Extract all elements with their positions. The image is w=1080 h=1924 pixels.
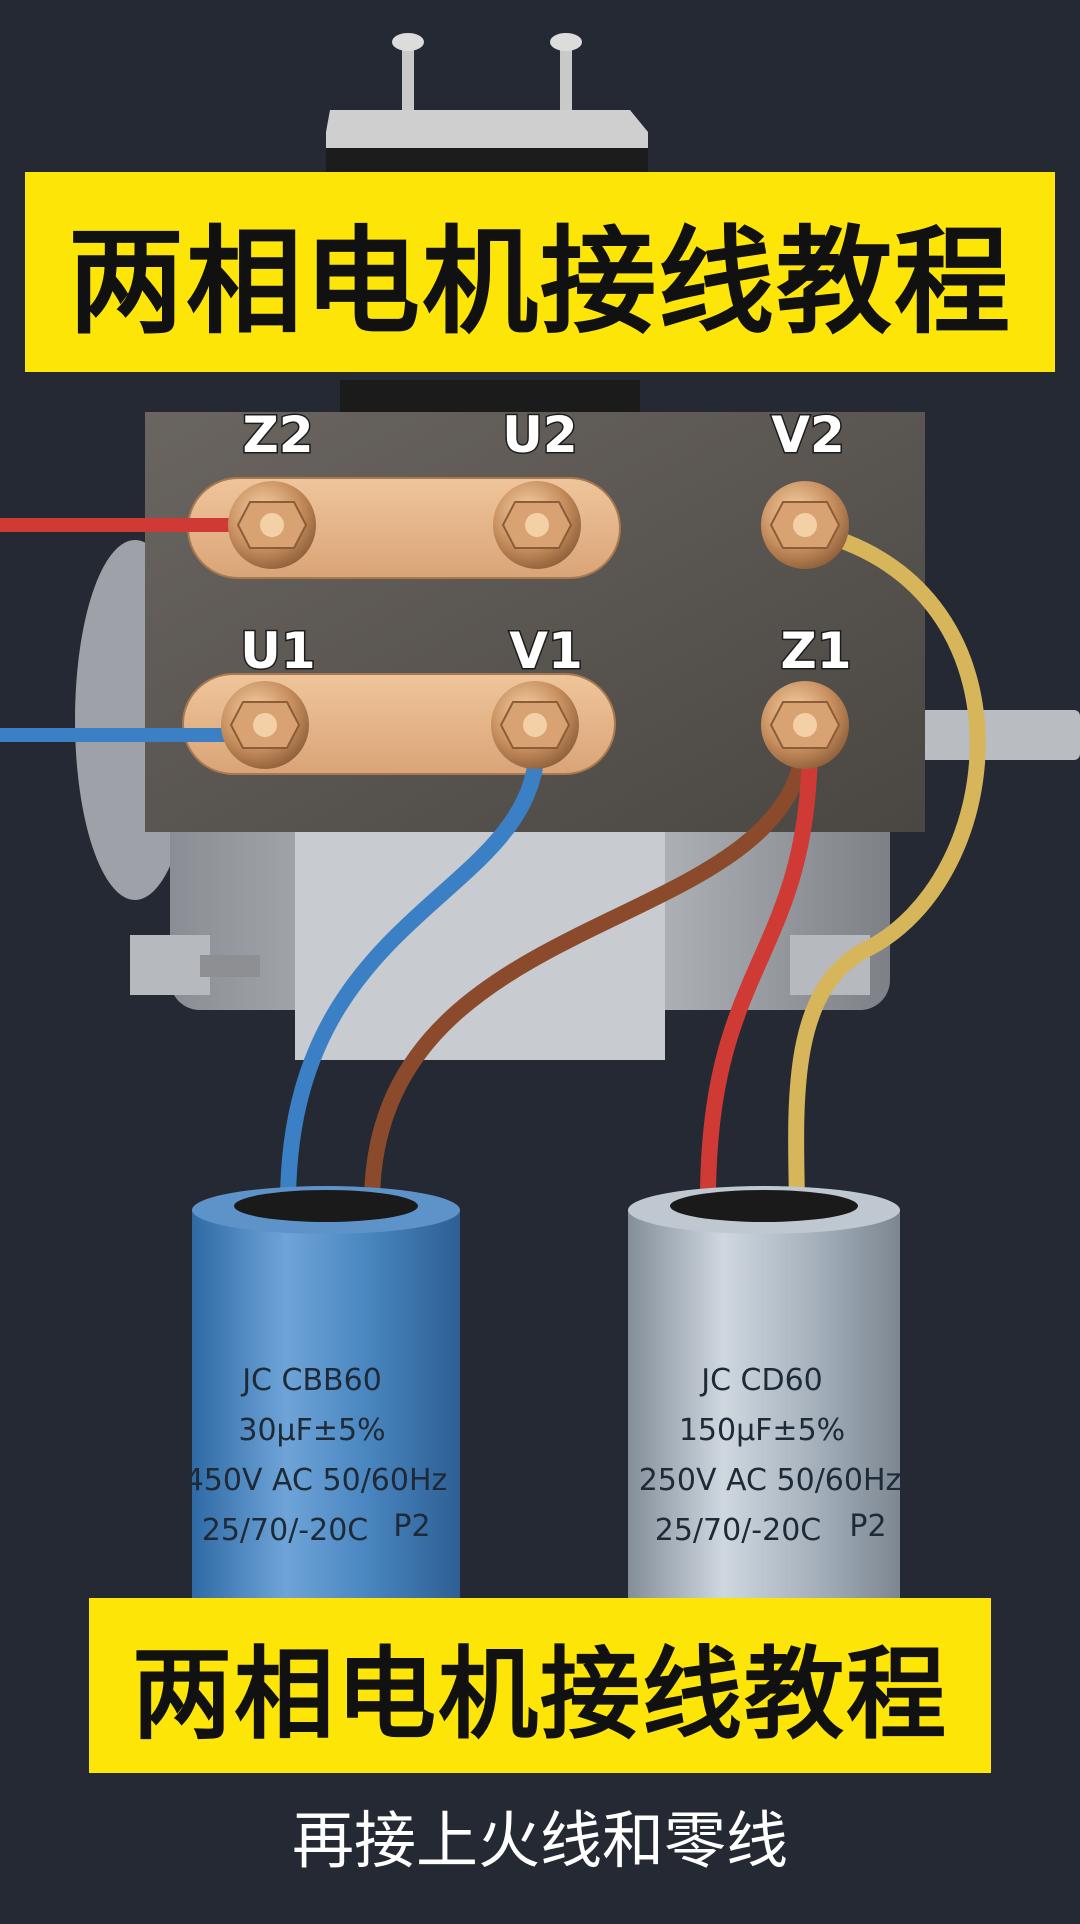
start-cap-class: P2 (849, 1509, 886, 1544)
terminal-label-v2: V2 (771, 406, 845, 464)
start-cap-capacitance: 150μF±5% (679, 1413, 845, 1448)
terminal-label-u1: U1 (240, 622, 315, 680)
run-cap-class: P2 (393, 1509, 430, 1544)
wire-yellow-v2-to-capacitor (788, 522, 986, 1208)
wire-red-z1-to-capacitor (700, 732, 818, 1208)
wire-brown-z1-to-capacitor (364, 732, 813, 1208)
run-cap-rating: 450V AC 50/60Hz (185, 1463, 448, 1498)
run-cap-capacitance: 30μF±5% (238, 1413, 385, 1448)
terminal-nut-z1 (761, 681, 849, 769)
terminal-label-v1: V1 (509, 622, 583, 680)
start-cap-climate: 25/70/-20C (655, 1513, 822, 1548)
page-title: 两相电机接线教程 (25, 172, 1055, 372)
caption-title: 两相电机接线教程 (89, 1598, 991, 1773)
terminal-nut-u1 (221, 681, 309, 769)
start-cap-rating: 250V AC 50/60Hz (639, 1463, 902, 1498)
run-capacitor: JC CBB60 30μF±5% 450V AC 50/60Hz 25/70/-… (185, 1186, 460, 1610)
terminal-nut-z2 (228, 481, 316, 569)
wire-blue-v1-to-capacitor (280, 727, 546, 1208)
terminal-nut-u2 (493, 481, 581, 569)
terminal-cover-lid (326, 33, 648, 172)
terminal-label-z1: Z1 (780, 622, 851, 680)
start-cap-model: JC CD60 (699, 1363, 823, 1398)
terminal-label-z2: Z2 (242, 406, 313, 464)
subtitle-caption: 再接上火线和零线 (291, 1804, 788, 1877)
terminal-label-u2: U2 (502, 406, 577, 464)
start-capacitor: JC CD60 150μF±5% 250V AC 50/60Hz 25/70/-… (628, 1186, 901, 1610)
terminal-nut-v1 (491, 681, 579, 769)
run-cap-model: JC CBB60 (240, 1363, 382, 1398)
terminal-nut-v2 (761, 481, 849, 569)
run-cap-climate: 25/70/-20C (202, 1513, 369, 1548)
